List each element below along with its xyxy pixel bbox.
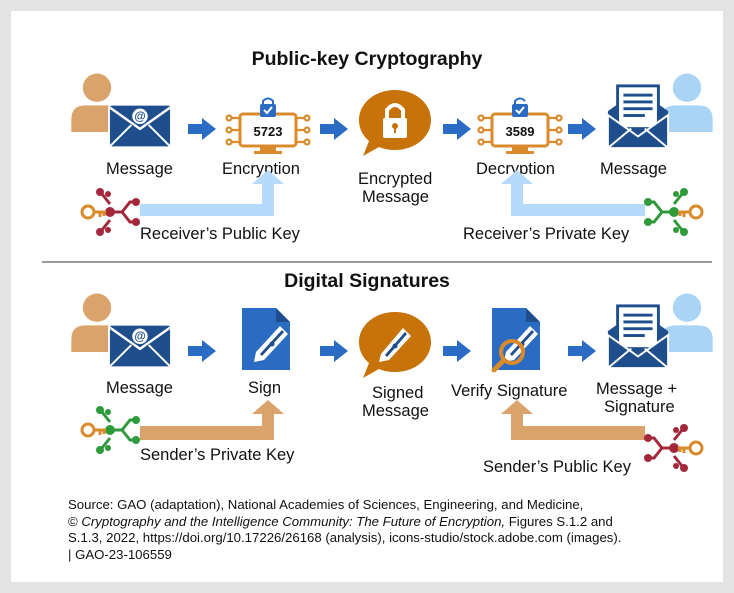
right-arrow-icon xyxy=(443,340,471,362)
right-arrow-icon xyxy=(443,118,471,140)
key-circuit-icon xyxy=(80,188,140,236)
senders-public-key-label: Sender’s Public Key xyxy=(483,458,631,476)
monitor-lock-icon: 5723 xyxy=(225,97,311,154)
source-line-2: © Cryptography and the Intelligence Comm… xyxy=(68,514,718,531)
key-circuit-icon xyxy=(644,424,704,472)
receivers-private-key-label: Receiver’s Private Key xyxy=(463,225,630,243)
message-signature-label-1: Message + xyxy=(596,380,678,398)
decryption-label: Decryption xyxy=(476,160,555,178)
document-magnifier-icon xyxy=(491,308,540,373)
right-arrow-icon xyxy=(188,340,216,362)
source-title-italic: Cryptography and the Intelligence Commun… xyxy=(81,513,506,529)
right-arrow-icon xyxy=(568,118,596,140)
key-circuit-icon xyxy=(80,406,140,454)
senders-private-key-label: Sender’s Private Key xyxy=(140,446,295,464)
source-note: Source: GAO (adaptation), National Acade… xyxy=(68,497,718,563)
public-key-title: Public-key Cryptography xyxy=(251,48,483,70)
digital-signatures-title: Digital Signatures xyxy=(284,270,450,292)
private-key-path-2 xyxy=(140,400,284,440)
public-key-path xyxy=(140,170,284,216)
verify-signature-label: Verify Signature xyxy=(451,382,568,400)
message-signature-label-2: Signature xyxy=(604,398,675,416)
key-circuit-icon xyxy=(644,188,704,236)
encryption-code: 5723 xyxy=(254,124,283,139)
right-arrow-icon xyxy=(320,340,348,362)
sign-label: Sign xyxy=(248,379,282,397)
monitor-unlock-icon: 3589 xyxy=(477,97,563,154)
envelope-at-icon xyxy=(108,323,172,369)
source-line-1: Source: GAO (adaptation), National Acade… xyxy=(68,497,584,512)
encrypted-message-label-2: Message xyxy=(362,188,429,206)
encryption-label: Encryption xyxy=(222,160,300,178)
decryption-code: 3589 xyxy=(506,124,535,139)
signed-message-label-2: Message xyxy=(362,402,429,420)
message-right-label: Message xyxy=(600,160,667,178)
source-copyright: © xyxy=(68,513,82,529)
signed-message-label-1: Signed xyxy=(372,384,424,402)
encrypted-message-label-1: Encrypted xyxy=(358,170,433,188)
public-key-path-2 xyxy=(501,400,645,440)
right-arrow-icon xyxy=(568,340,596,362)
speech-bubble-pen-icon xyxy=(359,312,431,378)
private-key-path xyxy=(501,170,645,216)
right-arrow-icon xyxy=(320,118,348,140)
speech-bubble-lock-icon xyxy=(359,90,431,156)
envelope-at-icon xyxy=(108,103,172,149)
open-envelope-letter-icon xyxy=(606,84,670,150)
message-left-label-2: Message xyxy=(106,379,173,397)
source-line-4: | GAO-23-106559 xyxy=(68,546,172,562)
section-divider xyxy=(42,261,712,263)
open-envelope-letter-icon xyxy=(606,304,670,370)
document-pen-icon xyxy=(242,308,290,370)
message-left-label: Message xyxy=(106,160,173,178)
right-arrow-icon xyxy=(188,118,216,140)
source-line-3: S.1.3, 2022, https://doi.org/10.17226/26… xyxy=(68,530,622,546)
source-figures: Figures S.1.2 and xyxy=(505,513,613,529)
receivers-public-key-label: Receiver’s Public Key xyxy=(140,225,300,243)
